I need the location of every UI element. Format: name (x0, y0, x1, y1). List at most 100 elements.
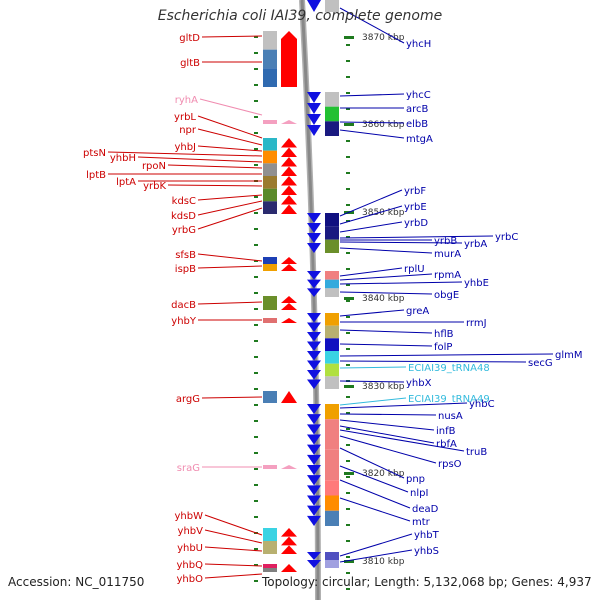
left-tick (254, 68, 258, 70)
reverse-arrow (307, 243, 321, 253)
left-gene-leader (197, 128, 263, 146)
left-gene-label: kdsC (172, 196, 196, 207)
left-tick (254, 548, 258, 550)
right-tick (346, 252, 350, 254)
right-gene-leader (339, 425, 435, 444)
reverse-arrow (307, 360, 321, 370)
reverse-gene-block (325, 552, 339, 560)
right-gene-leader (339, 329, 433, 334)
reverse-gene-block (325, 325, 339, 339)
right-gene-leader (339, 247, 433, 254)
left-gene-label: yrbL (174, 112, 196, 123)
forward-arrow (281, 204, 297, 214)
forward-gene-block (263, 264, 277, 271)
left-tick (254, 116, 258, 118)
left-gene-label: yhbU (177, 543, 203, 554)
right-gene-leader (339, 465, 409, 493)
right-gene-leader (339, 353, 554, 357)
right-gene-leader (339, 402, 468, 409)
left-gene-leader (201, 396, 263, 399)
left-gene-leader (197, 145, 263, 152)
right-gene-leader (339, 533, 413, 557)
left-tick (254, 484, 258, 486)
right-gene-label: ECIAI39_tRNA48 (408, 363, 490, 374)
right-gene-leader (339, 129, 405, 139)
scale-tick (344, 36, 354, 39)
left-gene-leader (201, 35, 263, 38)
forward-arrow (281, 195, 297, 205)
forward-gene-block (263, 296, 277, 310)
reverse-arrow (307, 279, 321, 289)
forward-gene-block (263, 138, 277, 151)
reverse-gene-block (325, 404, 339, 420)
reverse-gene-block (325, 121, 339, 136)
right-tick (346, 108, 350, 110)
right-gene-leader (339, 380, 405, 383)
right-gene-leader (339, 121, 405, 124)
reverse-gene-block (325, 465, 339, 481)
left-tick (254, 36, 258, 38)
left-tick (254, 372, 258, 374)
reverse-gene-block (325, 560, 339, 568)
forward-gene-block (263, 528, 277, 541)
left-gene-leader (197, 265, 263, 269)
left-tick (254, 260, 258, 262)
left-tick (254, 292, 258, 294)
forward-arrow (281, 536, 297, 546)
reverse-arrow (307, 370, 321, 380)
left-gene-label: ispB (175, 264, 196, 275)
forward-gene-block (263, 318, 277, 323)
right-gene-label: ECIAI39_tRNA49 (408, 394, 490, 405)
reverse-arrow (307, 424, 321, 435)
right-gene-label: yrbF (404, 186, 426, 197)
left-gene-leader (197, 301, 263, 305)
forward-arrow (281, 303, 297, 310)
scale-tick (344, 385, 354, 388)
left-tick (254, 468, 258, 470)
right-gene-leader (339, 291, 433, 295)
forward-gene-block (263, 31, 277, 50)
scale-tick (344, 472, 354, 475)
right-tick (346, 236, 350, 238)
right-gene-label: secG (528, 358, 553, 369)
reverse-gene-block (325, 288, 339, 297)
right-gene-leader (339, 221, 403, 233)
left-gene-label: ryhA (175, 95, 198, 106)
forward-gene-block (263, 176, 277, 189)
left-gene-leader (204, 563, 263, 567)
left-tick (254, 276, 258, 278)
left-gene-label: dacB (171, 300, 196, 311)
left-gene-label: yhbH (110, 153, 136, 164)
forward-gene-block (263, 150, 277, 164)
reverse-arrow (307, 0, 321, 12)
left-gene-leader (197, 253, 263, 262)
forward-arrow (281, 31, 297, 87)
reverse-arrow (307, 379, 321, 389)
scale-label: 3820 kbp (362, 469, 405, 479)
left-gene-label: lptA (116, 177, 136, 188)
right-gene-leader (339, 205, 403, 225)
right-tick (346, 188, 350, 190)
reverse-arrow (307, 114, 321, 125)
right-gene-label: rbfA (436, 439, 457, 450)
left-gene-leader (137, 156, 263, 163)
forward-arrow (281, 138, 297, 148)
right-gene-label: mtgA (406, 134, 433, 145)
left-gene-label: yhbO (177, 574, 204, 585)
forward-arrow (281, 147, 297, 157)
left-tick (254, 324, 258, 326)
forward-arrow (281, 465, 297, 469)
right-tick (346, 540, 350, 542)
reverse-gene-block (325, 351, 339, 364)
reverse-arrow (307, 465, 321, 476)
right-tick (346, 412, 350, 414)
right-tick (346, 396, 350, 398)
right-gene-label: rrmJ (466, 318, 487, 329)
reverse-arrow (307, 560, 321, 568)
reverse-gene-block (325, 213, 339, 227)
reverse-gene-block (325, 226, 339, 240)
right-gene-label: rpsO (438, 459, 462, 470)
left-gene-label: gltD (179, 33, 200, 44)
right-gene-label: obgE (434, 290, 459, 301)
